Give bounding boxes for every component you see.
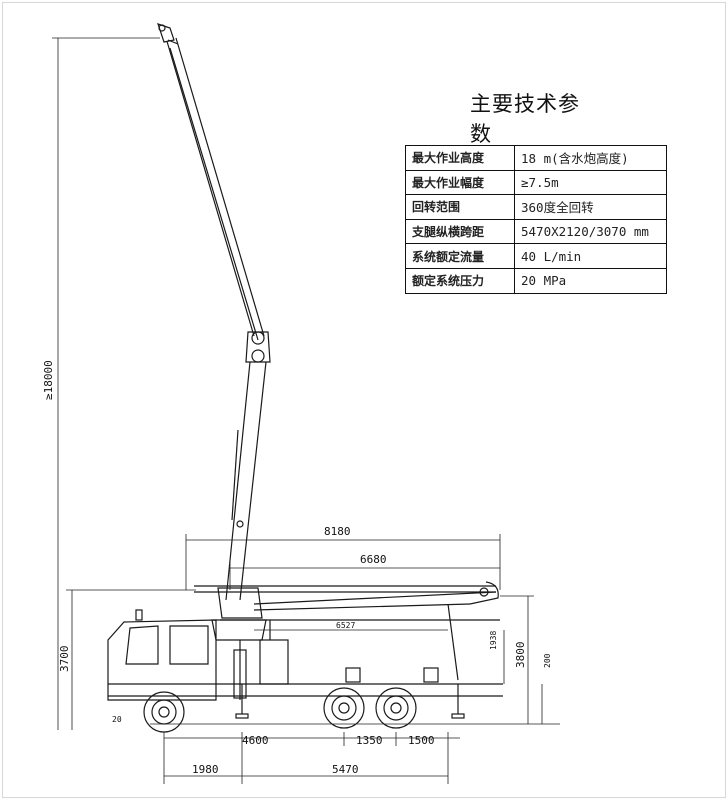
spec-row: 最大作业幅度 ≥7.5m	[405, 169, 667, 196]
dim-reach-total: 8180	[324, 525, 351, 538]
spec-value: 5470X2120/3070 mm	[514, 218, 667, 245]
dim-height-max: ≥18000	[42, 360, 55, 400]
spec-value: 20 MPa	[514, 267, 667, 294]
dim-axle-front: 4600	[242, 734, 269, 747]
spec-label: 最大作业高度	[405, 145, 515, 171]
dim-outrigger-span: 5470	[332, 763, 359, 776]
dim-height-cab: 3700	[58, 646, 71, 673]
spec-row: 最大作业高度 18 m(含水炮高度)	[405, 145, 667, 171]
spec-label: 回转范围	[405, 194, 515, 220]
dim-height-200: 200	[543, 653, 552, 668]
wheel-front	[143, 691, 185, 733]
truck-chassis	[108, 619, 503, 697]
water-cannon-nozzle	[157, 23, 179, 45]
spec-value: 18 m(含水炮高度)	[514, 145, 667, 171]
dim-axle-rear: 1500	[408, 734, 435, 747]
boom-lower	[225, 361, 267, 601]
spec-label: 支腿纵横跨距	[405, 218, 515, 245]
boom-upper	[165, 37, 265, 341]
spec-row: 系统额定流量 40 L/min	[405, 243, 667, 269]
spec-row: 额定系统压力 20 MPa	[405, 267, 667, 294]
wheel-rear-1	[323, 687, 365, 729]
dimension-lines	[52, 37, 560, 784]
wheel-rear-2	[375, 687, 417, 729]
dim-overhang-front: 1980	[192, 763, 219, 776]
spec-label: 系统额定流量	[405, 243, 515, 269]
dim-clearance: 20	[112, 715, 122, 724]
spec-table-title: 主要技术参数	[470, 92, 580, 146]
spec-row: 回转范围 360度全回转	[405, 194, 667, 220]
truck-cab	[107, 609, 217, 701]
spec-table: 最大作业高度 18 m(含水炮高度) 最大作业幅度 ≥7.5m 回转范围 360…	[405, 145, 667, 294]
spec-value: 40 L/min	[514, 243, 667, 269]
dimension-labels: ≥18000 8180 6680 6527 1938 3700 3800 200…	[42, 360, 552, 776]
spec-value: 360度全回转	[514, 194, 667, 220]
boom-turret	[211, 587, 267, 700]
spec-label: 最大作业幅度	[405, 169, 515, 196]
dim-reach-front: 6680	[360, 553, 387, 566]
dim-height-boom-rest: 3800	[514, 642, 527, 669]
spec-label: 额定系统压力	[405, 267, 515, 294]
spec-value: ≥7.5m	[514, 169, 667, 196]
dim-boom-length: 6527	[336, 621, 355, 630]
outrigger-rear	[451, 684, 465, 719]
boom-rest-arm	[194, 581, 499, 681]
dim-height-1938: 1938	[489, 631, 498, 650]
outrigger-front	[235, 684, 249, 719]
dim-axle-mid: 1350	[356, 734, 383, 747]
spec-row: 支腿纵横跨距 5470X2120/3070 mm	[405, 218, 667, 245]
boom-knuckle	[245, 331, 271, 363]
